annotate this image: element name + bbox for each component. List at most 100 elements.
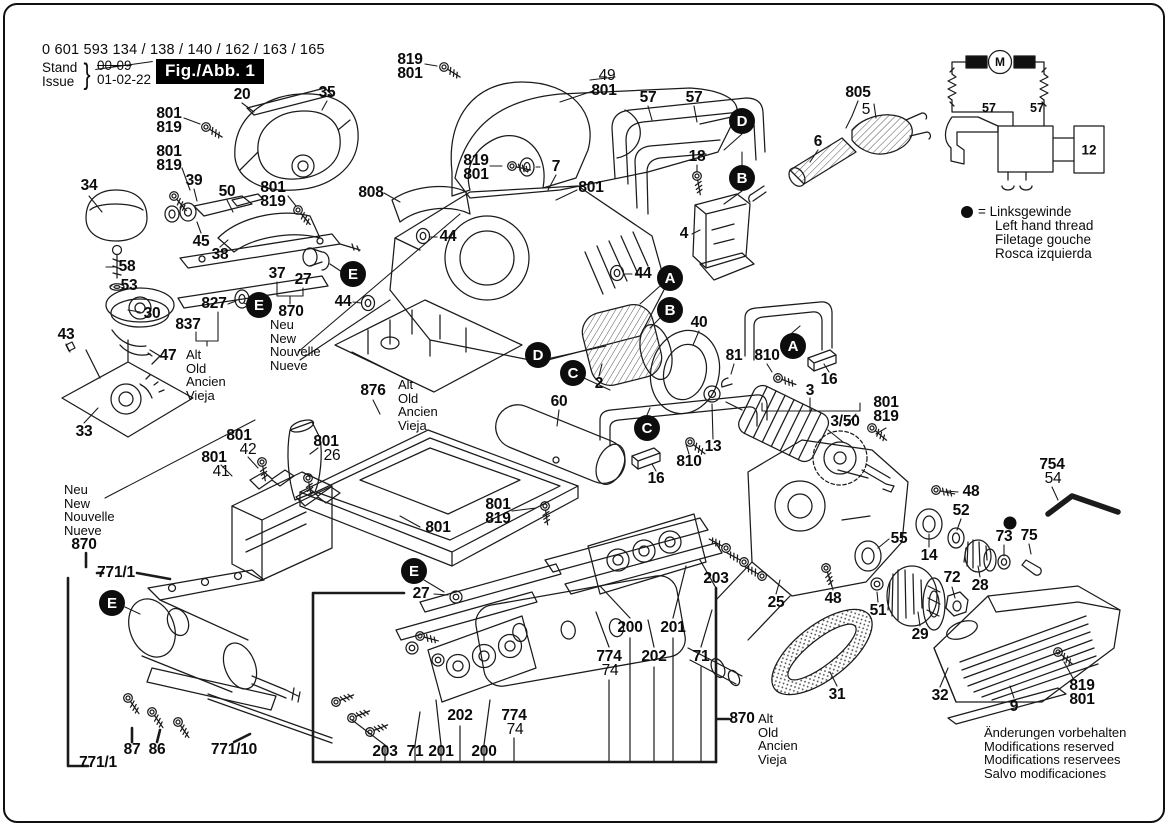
callout-55: 55 xyxy=(890,530,908,547)
plug-805 xyxy=(851,114,913,155)
leader-lines xyxy=(65,63,1075,699)
callout-810: 810 xyxy=(754,347,780,364)
footer-line: Änderungen vorbehalten xyxy=(984,725,1127,740)
callout-73: 73 xyxy=(995,528,1013,545)
callout-801: 801 xyxy=(1069,691,1095,708)
ref-marker-E: E xyxy=(99,590,125,616)
callout-819: 819 xyxy=(156,157,182,174)
callout-71: 71 xyxy=(692,648,710,665)
callout-774: 774 xyxy=(501,707,527,724)
callout-44: 44 xyxy=(634,265,652,282)
field-loop-upper xyxy=(744,301,833,357)
brush-spring-81 xyxy=(721,377,733,388)
callout-819: 819 xyxy=(485,510,511,527)
nut-72 xyxy=(945,591,969,617)
ref-marker-E: E xyxy=(340,261,366,287)
callout-801: 801 xyxy=(260,179,286,196)
motor-housing-801 xyxy=(389,185,667,363)
footer-line: Modifications reservees xyxy=(984,752,1121,767)
callout-819: 819 xyxy=(260,193,286,210)
callout-42: 42 xyxy=(239,441,257,458)
callout-200: 200 xyxy=(617,619,643,636)
roller-771 xyxy=(128,598,301,703)
modifications-note: Änderungen vorbehalten Modifications res… xyxy=(984,726,1126,780)
blade-bars xyxy=(395,563,562,641)
callout-53: 53 xyxy=(120,277,138,294)
callout-25: 25 xyxy=(767,594,785,611)
callout-41: 41 xyxy=(212,463,230,480)
gear-28 xyxy=(963,539,997,573)
nut-73 xyxy=(997,554,1011,570)
ref-marker-B: B xyxy=(729,165,755,191)
coil-label: 57 xyxy=(982,101,996,115)
superseded-date: 00-09 xyxy=(97,59,151,73)
callout-37: 37 xyxy=(268,265,286,282)
coil-label: 57 xyxy=(1030,101,1044,115)
module-label: 12 xyxy=(1081,142,1097,158)
callout-771-10: 771/10 xyxy=(210,741,258,758)
footer-line: Salvo modificaciones xyxy=(984,765,1107,781)
knob-34 xyxy=(85,189,148,242)
callout-801: 801 xyxy=(485,496,511,513)
callout-33: 33 xyxy=(75,423,93,440)
deflector-808 xyxy=(391,185,471,223)
belt-31 xyxy=(771,608,873,696)
ref-marker-A: A xyxy=(657,265,683,291)
legend-line: = Linksgewinde xyxy=(978,204,1072,219)
title-block: 0 601 593 134 / 138 / 140 / 162 / 163 / … xyxy=(42,42,325,91)
callout-44: 44 xyxy=(334,293,352,310)
callout-29: 29 xyxy=(911,626,929,643)
handle-top xyxy=(450,81,591,197)
callout-801: 801 xyxy=(156,143,182,160)
callout-52: 52 xyxy=(952,502,970,519)
armature-core xyxy=(738,384,830,463)
strip-9 xyxy=(947,687,1067,725)
callout-16: 16 xyxy=(820,371,838,388)
field-loop-lower xyxy=(599,394,768,441)
callout-31: 31 xyxy=(828,686,846,703)
callout-801: 801 xyxy=(463,166,489,183)
callout-3: 3 xyxy=(805,382,815,399)
callout-805: 805 xyxy=(845,84,871,101)
callout-870: 870 xyxy=(71,536,97,553)
scale-plate-33 xyxy=(61,361,194,438)
callout-71: 71 xyxy=(406,743,424,760)
ref-marker-C: C xyxy=(560,360,586,386)
callout-48: 48 xyxy=(962,483,980,500)
callout-6: 6 xyxy=(813,133,823,150)
callout-203: 203 xyxy=(372,743,398,760)
callout-72: 72 xyxy=(943,569,961,586)
bearing-55 xyxy=(854,540,882,572)
callout-87: 87 xyxy=(123,741,141,758)
callout-39: 39 xyxy=(185,172,203,189)
ref-marker-C: C xyxy=(634,415,660,441)
callout-13: 13 xyxy=(704,438,722,455)
callout-870: 870 xyxy=(278,303,304,320)
clamp-plate xyxy=(146,667,277,711)
callout-50: 50 xyxy=(218,183,236,200)
callout-74: 74 xyxy=(601,662,619,679)
callout-774: 774 xyxy=(596,648,622,665)
callout-819: 819 xyxy=(397,51,423,68)
callout-801: 801 xyxy=(591,82,617,99)
cutter-drum xyxy=(475,575,686,687)
callout-35: 35 xyxy=(318,84,336,101)
callout-38: 38 xyxy=(211,246,229,263)
callout-801: 801 xyxy=(578,179,604,196)
cord-fork-terminal xyxy=(748,185,767,203)
callout-754: 754 xyxy=(1039,456,1065,473)
front-box xyxy=(231,471,333,581)
ref-marker-B: B xyxy=(657,297,683,323)
callout-43: 43 xyxy=(57,326,75,343)
callout-201: 201 xyxy=(428,743,454,760)
callout-200: 200 xyxy=(471,743,497,760)
callout-801: 801 xyxy=(397,65,423,82)
footer-line: Modifications reserved xyxy=(984,738,1115,754)
issue-label: Issue xyxy=(42,74,75,89)
callout-81: 81 xyxy=(725,347,743,364)
